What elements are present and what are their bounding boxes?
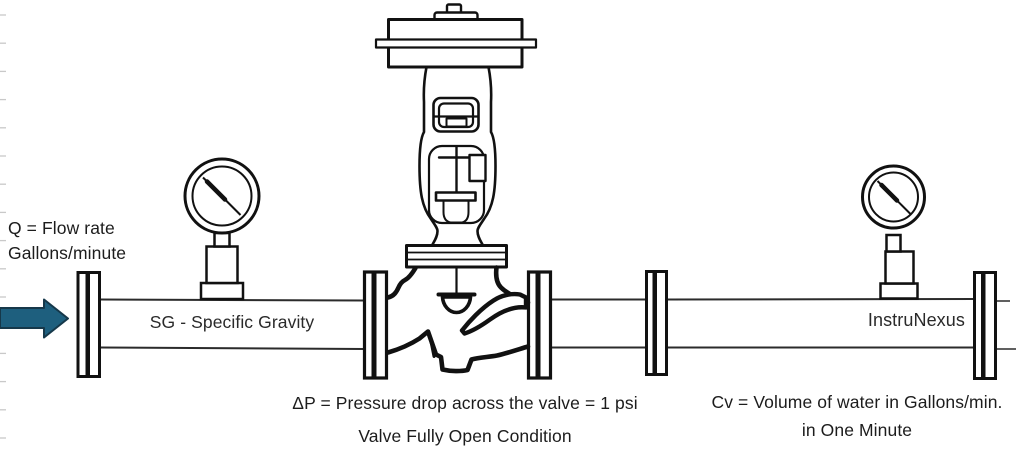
- control-valve-icon: [374, 3, 538, 374]
- pressure-drop-line: ΔP = Pressure drop across the valve = 1 …: [292, 393, 638, 413]
- valve-inlet-flange-icon: [362, 270, 389, 380]
- brand-label: InstruNexus: [867, 310, 965, 330]
- inlet-flange-icon: [76, 271, 101, 378]
- flow-rate-label: Q = Flow rate Gallons/minute: [8, 216, 126, 266]
- valve-positioner: [432, 96, 480, 133]
- valve-body: [385, 265, 531, 374]
- valve-condition-line: Valve Fully Open Condition: [358, 426, 572, 446]
- cv-line2: in One Minute: [801, 420, 913, 440]
- cv-line1: Cv = Volume of water in Gallons/min.: [711, 392, 1003, 412]
- diaphragm-flange-plate: [374, 38, 538, 49]
- flow-rate-line1: Q = Flow rate: [8, 218, 115, 238]
- bonnet-flange: [405, 244, 508, 269]
- downstream-pressure-gauge-icon: [861, 164, 926, 300]
- valve-outlet-flange-icon: [526, 270, 553, 380]
- valve-stem-and-plug: [436, 265, 477, 315]
- flow-rate-line2: Gallons/minute: [8, 243, 127, 263]
- mid-pipe-flange-icon: [645, 270, 668, 376]
- flow-arrow-icon: [0, 298, 69, 339]
- ruler-tick-marks: [0, 14, 6, 439]
- pressure-drop-caption: ΔP = Pressure drop across the valve = 1 …: [233, 387, 697, 453]
- specific-gravity-label: SG - Specific Gravity: [149, 312, 315, 332]
- outlet-flange-icon: [973, 271, 997, 380]
- upstream-pressure-gauge-icon: [183, 157, 261, 301]
- cv-definition-caption: Cv = Volume of water in Gallons/min. in …: [690, 388, 1024, 444]
- valve-yoke: [427, 144, 487, 225]
